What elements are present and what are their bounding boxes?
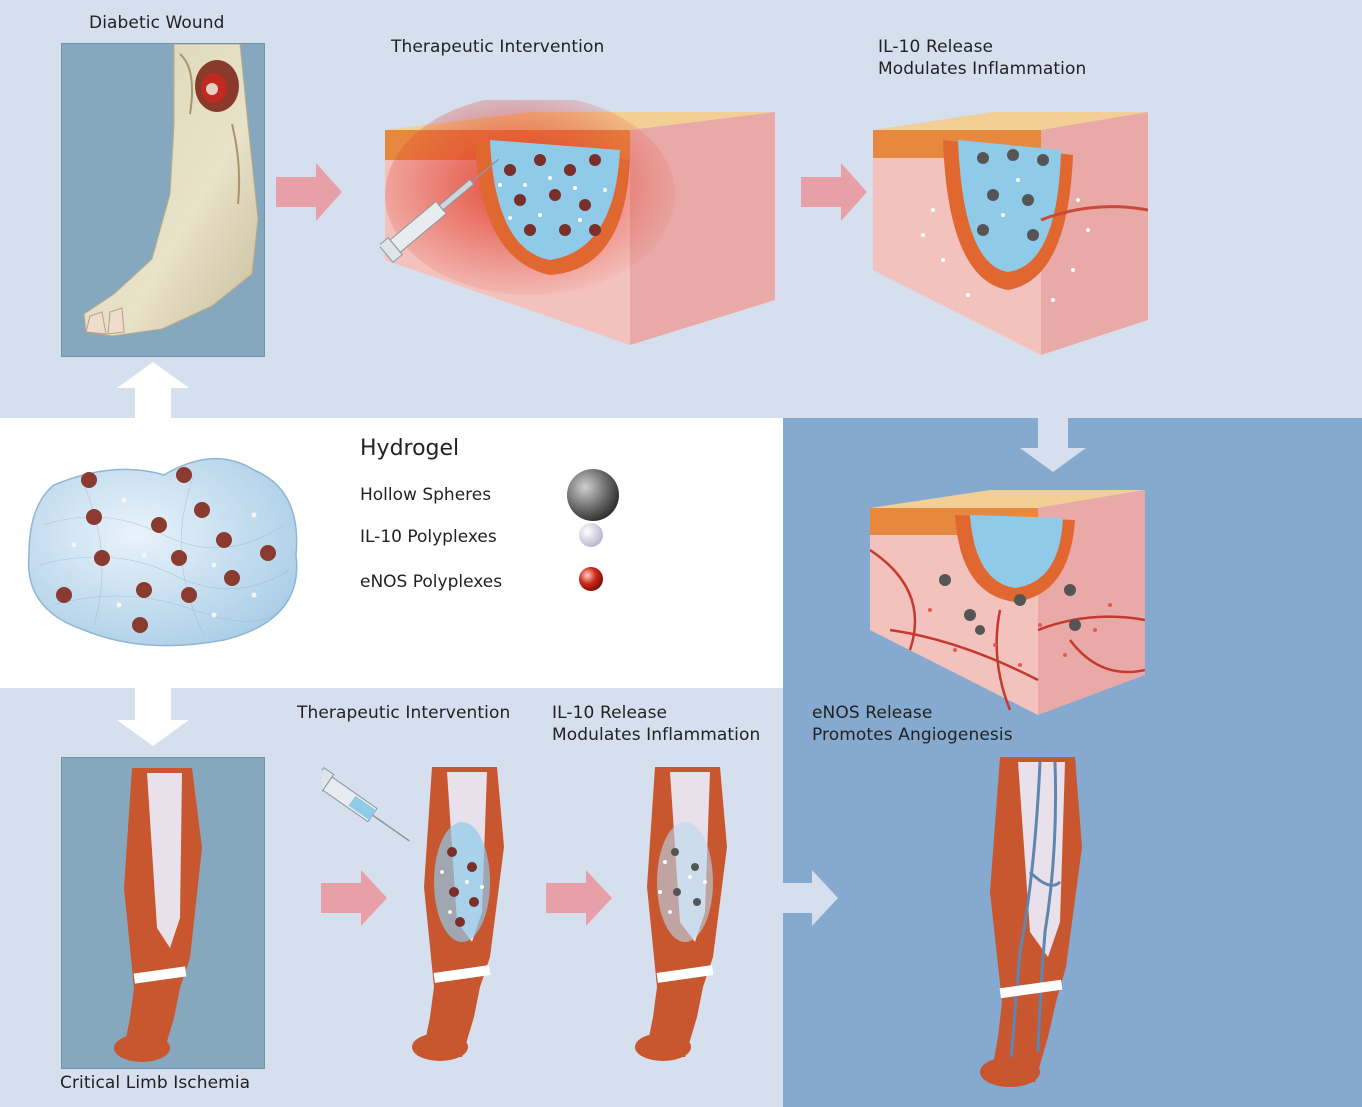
critical-limb-ischemia-title: Critical Limb Ischemia: [60, 1073, 251, 1093]
leg-angiogenesis-diagram: [980, 757, 1082, 1087]
ischemic-leg-image: [61, 757, 265, 1069]
therapeutic-intervention-title: Therapeutic Intervention: [391, 37, 605, 57]
white-arrow-icon: [772, 870, 838, 926]
skin-wound-enos-diagram: [870, 490, 1145, 715]
enos-release-title-line2: Promotes Angiogenesis: [812, 725, 1013, 745]
enos-polyplex-icon: [579, 567, 603, 591]
legend-label-hollow-spheres: Hollow Spheres: [360, 485, 492, 505]
legend-label-enos-polyplexes: eNOS Polyplexes: [360, 572, 503, 592]
leg-injection-diagram: [322, 766, 504, 1061]
pink-arrow-icon: [546, 870, 612, 926]
diabetic-wound-title: Diabetic Wound: [89, 13, 225, 33]
skin-wound-injection-diagram: [380, 100, 775, 345]
enos-release-title-line1: eNOS Release: [812, 703, 933, 723]
hydrogel-illustration: [27, 457, 298, 647]
pink-arrow-icon: [321, 870, 387, 926]
il10-polyplex-icon: [579, 523, 603, 547]
bottom-il10-release-title-line1: IL-10 Release: [552, 703, 668, 723]
pink-arrow-icon: [801, 163, 867, 221]
legend-title: Hydrogel: [360, 436, 460, 461]
skin-wound-il10-diagram: [873, 112, 1148, 355]
bottom-il10-release-title-line2: Modulates Inflammation: [552, 725, 761, 745]
diabetic-foot-image: [61, 43, 265, 357]
down-arrow-icon: [117, 686, 189, 746]
pink-arrow-icon: [276, 163, 342, 221]
il10-release-title-line1: IL-10 Release: [878, 37, 994, 57]
leg-il10-diagram: [635, 767, 727, 1061]
down-arrow-icon: [1020, 418, 1086, 472]
legend-label-il10-polyplexes: IL-10 Polyplexes: [360, 527, 497, 547]
hollow-sphere-icon: [567, 469, 619, 521]
bottom-therapeutic-intervention-title: Therapeutic Intervention: [297, 703, 511, 723]
up-arrow-icon: [117, 362, 189, 424]
il10-release-title-line2: Modulates Inflammation: [878, 59, 1087, 79]
